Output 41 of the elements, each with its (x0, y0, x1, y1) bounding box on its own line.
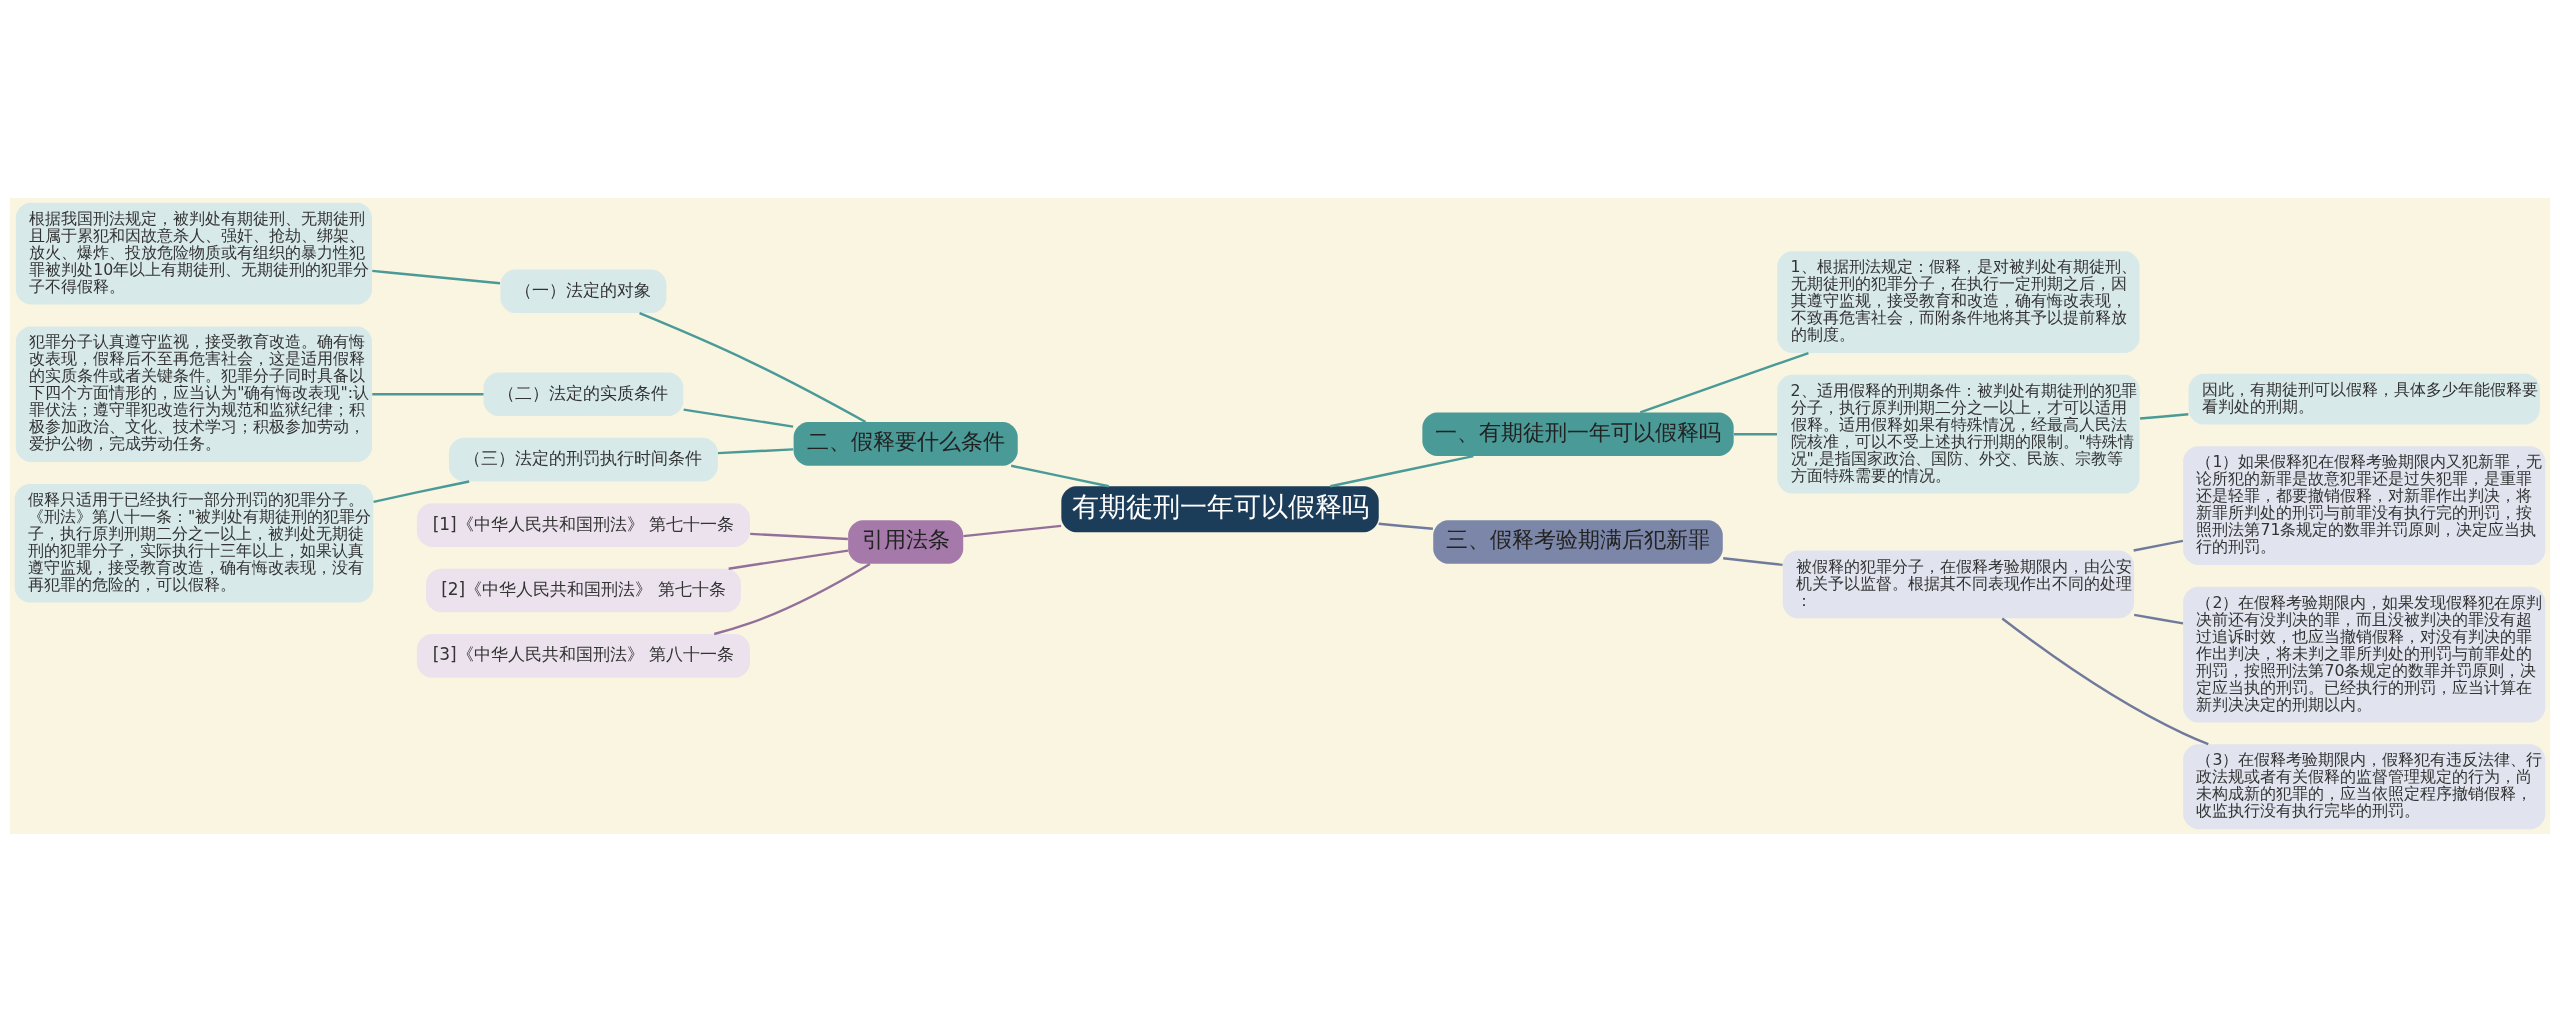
node-box: （二）法定的实质条件 (483, 372, 684, 417)
node-box: 引用法条 (848, 520, 964, 564)
connector (1734, 433, 1777, 436)
connector (728, 549, 849, 570)
node-box: 有期徒刑一年可以假释吗 (1061, 486, 1379, 533)
node-box: 一、有期徒刑一年可以假释吗 (1422, 412, 1734, 457)
node-box: 2、适用假释的刑期条件：被判处有期徒刑的犯罪分子，执行原判刑期二分之一以上，才可以适用假释。适用假释如果有特殊情况，经最高人民法院核准，可以不受上述执行刑期的限制。"特殊情况",是指国家政治、国防、外交、民族、宗教等方面特殊需要的情况。 (1777, 374, 2140, 494)
connector (1639, 352, 1809, 414)
connector (750, 532, 848, 541)
node-box: 犯罪分子认真遵守监视，接受教育改造。确有悔改表现，假释后不至再危害社会，这是适用假释的实质条件或者关键条件。犯罪分子同时具备以下四个方面情形的，应当认为"确有悔改表现":认罪伏法；遵守罪犯改造行为规范和监狱纪律；积极参加政治、文化、技术学习；积极参加劳动，爱护公物，完成劳动任务。 (15, 326, 373, 463)
node-box: （1）如果假释犯在假释考验期限内又犯新罪，无论所犯的新罪是故意犯罪还是过失犯罪，是重罪还是轻罪，都要撤销假释，对新罪作出判决，将新罪所判处的刑罚与前罪没有执行完的刑罚，按照刑法第71条规定的数罪并罚原则，决定应当执行的刑罚。 (2183, 446, 2546, 566)
node-box: [3]《中华人民共和国刑法》 第八十一条 (416, 634, 750, 678)
node-box: 三、假释考验期满后犯新罪 (1433, 520, 1723, 564)
node-box: （一）法定的对象 (500, 269, 667, 314)
connector (2134, 613, 2184, 625)
connector (373, 480, 470, 503)
connector (2001, 617, 2209, 746)
node-box: 被假释的犯罪分子，在假释考验期限内，由公安机关予以监督。根据其不同表现作出不同的处理： (1782, 550, 2135, 619)
connector (683, 408, 794, 428)
connector (1378, 522, 1433, 530)
connector (372, 393, 484, 396)
node-box: 因此，有期徒刑可以假释，具体多少年能假释要看判处的刑期。 (2188, 373, 2540, 425)
connector (372, 269, 501, 285)
connector (1723, 557, 1783, 567)
node-box: [2]《中华人民共和国刑法》 第七十条 (425, 568, 741, 613)
connector (1330, 454, 1474, 488)
connector (963, 524, 1062, 538)
node-box: （三）法定的刑罚执行时间条件 (448, 437, 718, 482)
node-box: 根据我国刑法规定，被判处有期徒刑、无期徒刑且属于累犯和因故意杀人、强奸、抢劫、绑架、放火、爆炸、投放危险物质或有组织的暴力性犯罪被判处10年以上有期徒刑、无期徒刑的犯罪分子不得假释。 (15, 202, 373, 305)
node-box: （2）在假释考验期限内，如果发现假释犯在原判决前还有没判决的罪，而且没被判决的罪没有超过追诉时效，也应当撤销假释，对没有判决的罪作出判决，将未判之罪所判处的刑罚与前罪处的刑罚，按照刑法第70条规定的数罪并罚原则，决定应当执的刑罚。已经执行的刑罚，应当计算在新判决决定的刑期以内。 (2183, 586, 2546, 723)
connector (2139, 413, 2189, 420)
node-box: 假释只适用于已经执行一部分刑罚的犯罪分子。《刑法》第八十一条："被判处有期徒刑的犯罪分子，执行原判刑期二分之一以上，被判处无期徒刑的犯罪分子，实际执行十三年以上，如果认真遵守监规，接受教育改造，确有悔改表现，没有再犯罪的危险的，可以假释。 (14, 483, 374, 603)
connector (1010, 464, 1109, 488)
connector (713, 562, 871, 636)
node-box: （3）在假释考验期限内，假释犯有违反法律、行政法规或者有关假释的监督管理规定的行为，尚未构成新的犯罪的，应当依照定程序撤销假释，收监执行没有执行完毕的刑罚。 (2183, 744, 2546, 830)
node-box: 二、假释要什么条件 (793, 422, 1018, 466)
connector (2133, 539, 2184, 552)
node-box: 1、根据刑法规定：假释，是对被判处有期徒刑、无期徒刑的犯罪分子，在执行一定刑期之后，因其遵守监规，接受教育和改造，确有悔改表现，不致再危害社会，而附条件地将其予以提前释放的制度。 (1777, 251, 2140, 354)
connector (639, 312, 867, 423)
connector (717, 448, 794, 455)
node-box: [1]《中华人民共和国刑法》 第七十一条 (416, 503, 750, 547)
